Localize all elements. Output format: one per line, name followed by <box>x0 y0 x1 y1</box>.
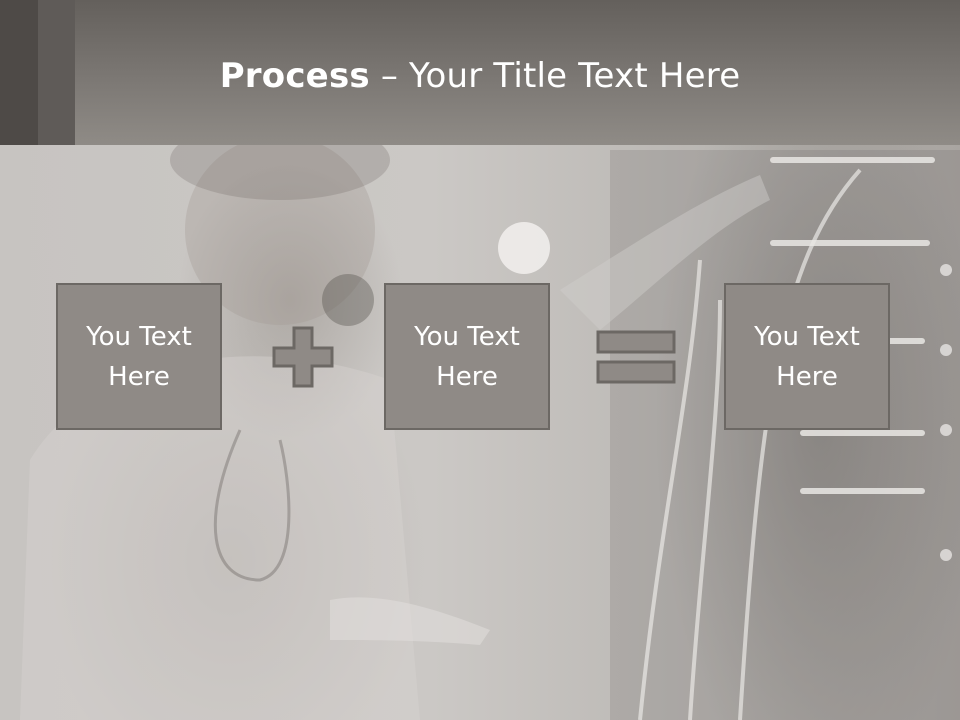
header-band <box>0 0 960 145</box>
process-box-1-text: You Text Here <box>86 321 192 392</box>
header-accent-strip-secondary <box>38 0 75 145</box>
process-box-3[interactable]: You Text Here <box>724 283 890 430</box>
header-accent-strip <box>0 0 38 145</box>
process-box-1[interactable]: You Text Here <box>56 283 222 430</box>
plus-icon <box>272 326 334 388</box>
process-box-2-text: You Text Here <box>414 321 520 392</box>
slide-title[interactable]: Process – Your Title Text Here <box>75 48 885 108</box>
title-bold-text: Process <box>219 56 370 96</box>
title-rest-text: – Your Title Text Here <box>369 56 741 96</box>
process-box-3-text: You Text Here <box>754 321 860 392</box>
equals-icon <box>596 330 676 384</box>
process-box-2[interactable]: You Text Here <box>384 283 550 430</box>
